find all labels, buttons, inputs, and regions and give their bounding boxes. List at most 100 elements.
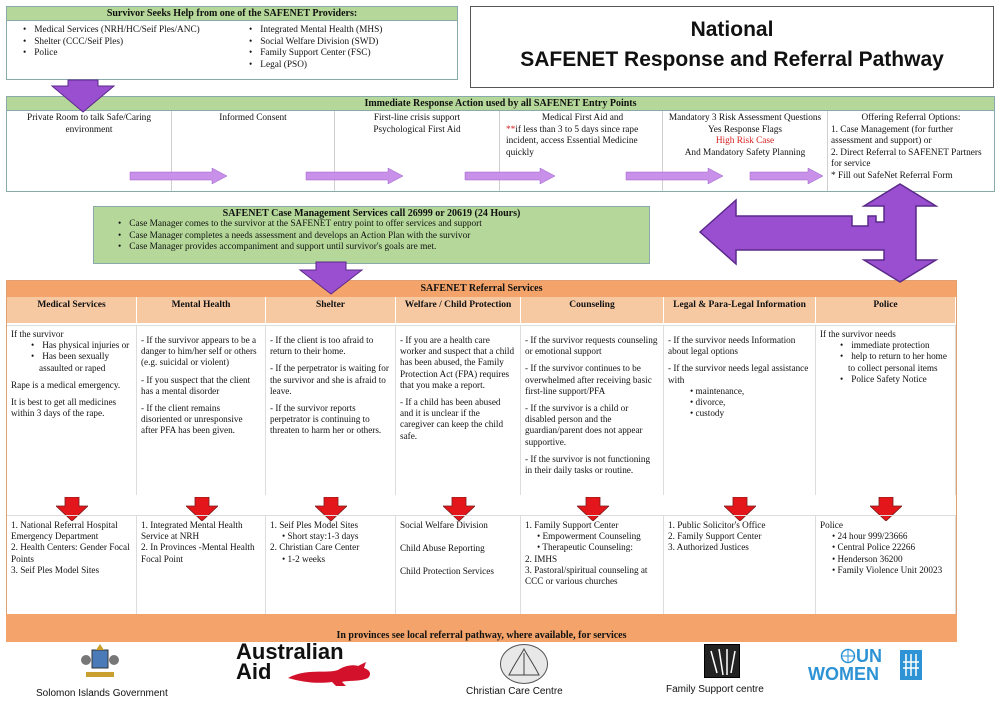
- referral-criteria: - If the client is too afraid to return …: [266, 325, 396, 495]
- criteria-line: • custody: [690, 408, 725, 419]
- criteria-line: - If the survivor appears to be a danger…: [141, 335, 257, 368]
- immediate-heading: Immediate Response Action used by all SA…: [7, 97, 994, 111]
- case-management-heading: SAFENET Case Management Services call 26…: [222, 208, 521, 219]
- referral-services: 1. Seif Ples Model Sites• Short stay:1-3…: [266, 515, 396, 615]
- provider-item: Shelter (CCC/Seif Ples): [17, 37, 207, 49]
- purple-down-arrow-providers: [50, 79, 116, 113]
- criteria-intro: If the survivor: [11, 329, 64, 339]
- referral-column-header: Legal & Para-Legal Information: [664, 297, 816, 323]
- provider-item: Police: [17, 48, 207, 60]
- title-box: National SAFENET Response and Referral P…: [470, 6, 994, 88]
- ccc-logo-icon: [500, 644, 548, 684]
- referral-criteria: - If the survivor needs Information abou…: [664, 325, 816, 495]
- criteria-intro: If the survivor needs: [820, 329, 896, 339]
- service-line: 3. Pastoral/spiritual counseling at CCC …: [525, 564, 648, 587]
- service-line: 1. National Referral Hospital Emergency …: [11, 520, 118, 542]
- criteria-bullet: immediate protection: [834, 340, 951, 351]
- step-mark: **: [506, 124, 516, 135]
- referral-criteria: - If the survivor appears to be a danger…: [137, 325, 266, 495]
- service-line: • Empowerment Counseling: [537, 531, 641, 542]
- high-risk-label: High Risk Case: [715, 136, 775, 146]
- women-wordmark: WOMEN: [808, 664, 879, 684]
- referral-footer-text: In provinces see local referral pathway,…: [336, 630, 627, 641]
- criteria-line: - If the client is too afraid to return …: [270, 335, 374, 357]
- purple-right-arrow: [749, 167, 824, 185]
- sig-crest-icon: [80, 644, 120, 682]
- referral-criteria: - If the survivor requests counseling or…: [521, 325, 664, 495]
- service-line: Child Abuse Reporting: [400, 543, 485, 554]
- purple-double-arrow: [698, 183, 939, 283]
- service-line: 2. IMHS: [525, 553, 558, 564]
- red-down-arrow-icon: [724, 497, 756, 521]
- criteria-line: • divorce,: [690, 397, 726, 408]
- provider-item: Family Support Center (FSC): [243, 48, 453, 60]
- criteria-line: - If the survivor is not functioning in …: [525, 453, 651, 476]
- service-line: 1. Seif Ples Model Sites: [270, 520, 359, 530]
- service-line: • Central Police 22266: [832, 542, 916, 553]
- case-management-list: Case Manager comes to the survivor at th…: [112, 219, 649, 254]
- service-line: • Henderson 36200: [832, 553, 903, 564]
- step-text: Private Room to talk Safe/Caring environ…: [27, 113, 151, 135]
- red-down-arrow-icon: [185, 497, 218, 521]
- criteria-line: - If the survivor needs Information abou…: [668, 335, 796, 357]
- page-title: National: [690, 18, 774, 41]
- referral-criteria: - If you are a health care worker and su…: [396, 325, 521, 495]
- red-down-arrow-icon: [56, 497, 88, 521]
- immediate-steps: Private Room to talk Safe/Caring environ…: [7, 111, 994, 191]
- purple-right-arrow: [464, 167, 556, 185]
- service-line: 2. Health Centers: Gender Focal Points: [11, 542, 130, 564]
- aid-wordmark-line2: Aid: [236, 659, 272, 684]
- step-pre: Mandatory 3 Risk Assessment Questions Ye…: [668, 113, 822, 135]
- referral-services: 1. Family Support Center• Empowerment Co…: [521, 515, 664, 615]
- step-text: And Mandatory Safety Planning: [684, 147, 806, 158]
- referral-services: 1. Integrated Mental Health Service at N…: [137, 515, 266, 615]
- step-consent: Informed Consent: [172, 111, 335, 191]
- purple-right-arrow: [129, 167, 228, 185]
- step-referral-options: Offering Referral Options: 1. Case Manag…: [828, 111, 994, 191]
- referral-column-header: Welfare / Child Protection: [396, 297, 521, 323]
- service-line: • Short stay:1-3 days: [282, 531, 359, 542]
- criteria-line: - If the survivor needs legal assistance…: [668, 363, 809, 385]
- case-management-box: SAFENET Case Management Services call 26…: [93, 206, 650, 264]
- service-line: 3. Seif Ples Model Sites: [11, 564, 100, 575]
- criteria-line: - If a child has been abused and it is u…: [400, 397, 504, 441]
- referral-heading: SAFENET Referral Services: [7, 281, 956, 297]
- criteria-line: • maintenance,: [690, 385, 745, 396]
- purple-right-arrow: [625, 167, 724, 185]
- page-subtitle: SAFENET Response and Referral Pathway: [520, 48, 944, 71]
- service-line: 3. Authorized Justices: [668, 542, 749, 553]
- purple-down-arrow-case: [298, 261, 364, 295]
- sig-caption: Solomon Islands Government: [36, 688, 168, 699]
- referral-column-header: Shelter: [266, 297, 396, 323]
- ccc-caption: Christian Care Centre: [466, 686, 563, 697]
- referral-criteria: If the survivorHas physical injuries orH…: [7, 325, 137, 495]
- step-private-room: Private Room to talk Safe/Caring environ…: [7, 111, 172, 191]
- purple-right-arrow: [305, 167, 404, 185]
- providers-right-list: Integrated Mental Health (MHS) Social We…: [243, 25, 453, 71]
- step-risk-assessment: Mandatory 3 Risk Assessment Questions Ye…: [663, 111, 828, 191]
- provider-item: Integrated Mental Health (MHS): [243, 25, 453, 37]
- service-line: 2. Family Support Center: [668, 531, 762, 542]
- red-down-arrow-icon: [870, 497, 902, 521]
- step-medical-first-aid: Medical First Aid and **if less than 3 t…: [500, 111, 663, 191]
- step-text: First-line crisis support Psychological …: [373, 113, 461, 135]
- case-management-item: Case Manager comes to the survivor at th…: [112, 219, 649, 231]
- referral-option: 1. Case Management (for further assessme…: [831, 124, 954, 147]
- step-text: Informed Consent: [219, 113, 287, 123]
- referral-column-header: Medical Services: [7, 297, 137, 323]
- step-text: if less than 3 to 5 days since rape inci…: [506, 124, 639, 158]
- case-management-item: Case Manager provides accompaniment and …: [112, 242, 649, 254]
- provider-item: Legal (PSO): [243, 60, 453, 72]
- providers-box: Survivor Seeks Help from one of the SAFE…: [6, 6, 458, 80]
- criteria-bullet: Has been sexually assaulted or raped: [25, 351, 132, 373]
- women-symbol-icon: [900, 650, 922, 680]
- red-down-arrow-icon: [315, 497, 347, 521]
- service-line: 1. Public Solicitor's Office: [668, 520, 766, 530]
- criteria-line: It is best to get all medicines within 3…: [11, 397, 117, 419]
- criteria-line: - If the perpetrator is waiting for the …: [270, 363, 389, 396]
- service-line: Social Welfare Division: [400, 520, 488, 530]
- referral-column-header: Counseling: [521, 297, 664, 323]
- step-pre: Medical First Aid and: [541, 113, 624, 123]
- provider-item: Medical Services (NRH/HC/Seif Ples/ANC): [31, 25, 207, 37]
